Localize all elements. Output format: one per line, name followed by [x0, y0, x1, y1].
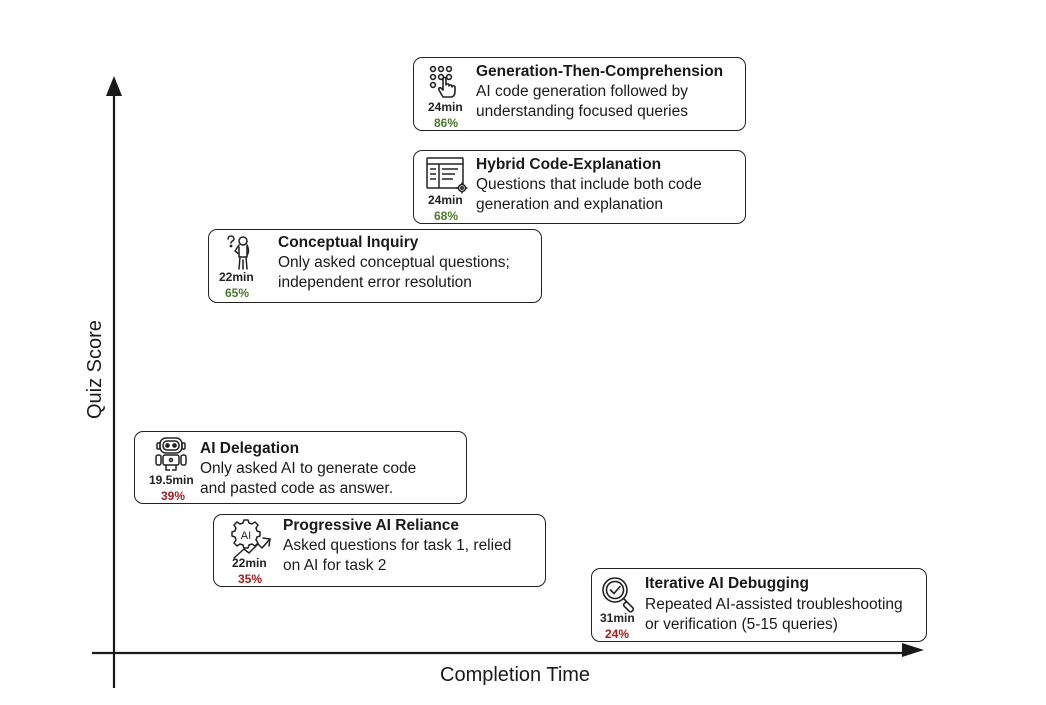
document-gear-icon [425, 156, 469, 194]
pattern-desc-line2: or verification (5-15 queries) [645, 616, 838, 633]
completion-time: 24min [428, 193, 463, 207]
pattern-desc-line1: Only asked AI to generate code [200, 460, 417, 477]
pattern-card-generation-then-comprehension: 24min 86% Generation-Then-Comprehension … [413, 57, 746, 131]
quiz-score: 24% [605, 627, 630, 641]
robot-icon [153, 435, 189, 473]
pattern-desc-line1: Asked questions for task 1, relied [283, 537, 512, 554]
ai-gear-growth-icon: AI [228, 518, 276, 560]
pattern-desc-line2: independent error resolution [278, 274, 472, 291]
completion-time: 22min [219, 270, 254, 284]
pattern-title: Progressive AI Reliance [283, 517, 460, 534]
ai-badge-text: AI [241, 530, 251, 542]
pattern-card-hybrid-code-explanation: 24min 68% Hybrid Code-Explanation Questi… [413, 150, 746, 224]
quiz-score: 39% [161, 489, 186, 503]
quiz-score: 35% [238, 572, 263, 586]
pattern-title: AI Delegation [200, 440, 300, 457]
pattern-title: Generation-Then-Comprehension [476, 63, 724, 80]
pattern-desc-line1: Questions that include both code [476, 176, 702, 193]
pattern-title: Conceptual Inquiry [278, 234, 419, 251]
pattern-desc-line2: understanding focused queries [476, 103, 688, 120]
pattern-card-iterative-ai-debugging: 31min 24% Iterative AI Debugging Repeate… [591, 568, 927, 642]
y-axis [106, 76, 122, 688]
pattern-desc-line1: Repeated AI-assisted troubleshooting [645, 596, 903, 613]
pattern-card-ai-delegation: 19.5min 39% AI Delegation Only asked AI … [134, 431, 467, 504]
quiz-score: 68% [434, 209, 459, 223]
completion-time: 31min [600, 611, 635, 625]
pattern-title: Hybrid Code-Explanation [476, 156, 662, 173]
pattern-desc-line2: on AI for task 2 [283, 557, 387, 574]
y-axis-label: Quiz Score [84, 320, 106, 419]
x-axis [92, 643, 924, 657]
completion-time: 22min [232, 556, 267, 570]
x-axis-label: Completion Time [440, 664, 591, 686]
pattern-desc-line1: Only asked conceptual questions; [278, 254, 510, 271]
completion-time: 19.5min [149, 473, 194, 487]
pattern-card-conceptual-inquiry: 22min 65% Conceptual Inquiry Only asked … [208, 229, 542, 303]
thinking-person-icon [225, 233, 255, 271]
quiz-score: 65% [225, 286, 250, 300]
pattern-desc-line2: generation and explanation [476, 196, 664, 213]
pattern-desc-line1: AI code generation followed by [476, 83, 688, 100]
pattern-title: Iterative AI Debugging [645, 575, 809, 592]
completion-time: 24min [428, 100, 463, 114]
magnifier-check-icon [599, 574, 639, 614]
quiz-score: 86% [434, 116, 459, 130]
pattern-desc-line2: and pasted code as answer. [200, 480, 394, 497]
touch-grid-icon [428, 64, 464, 100]
pattern-card-progressive-ai-reliance: AI 22min 35% Progressive AI Reliance Ask… [213, 514, 546, 587]
